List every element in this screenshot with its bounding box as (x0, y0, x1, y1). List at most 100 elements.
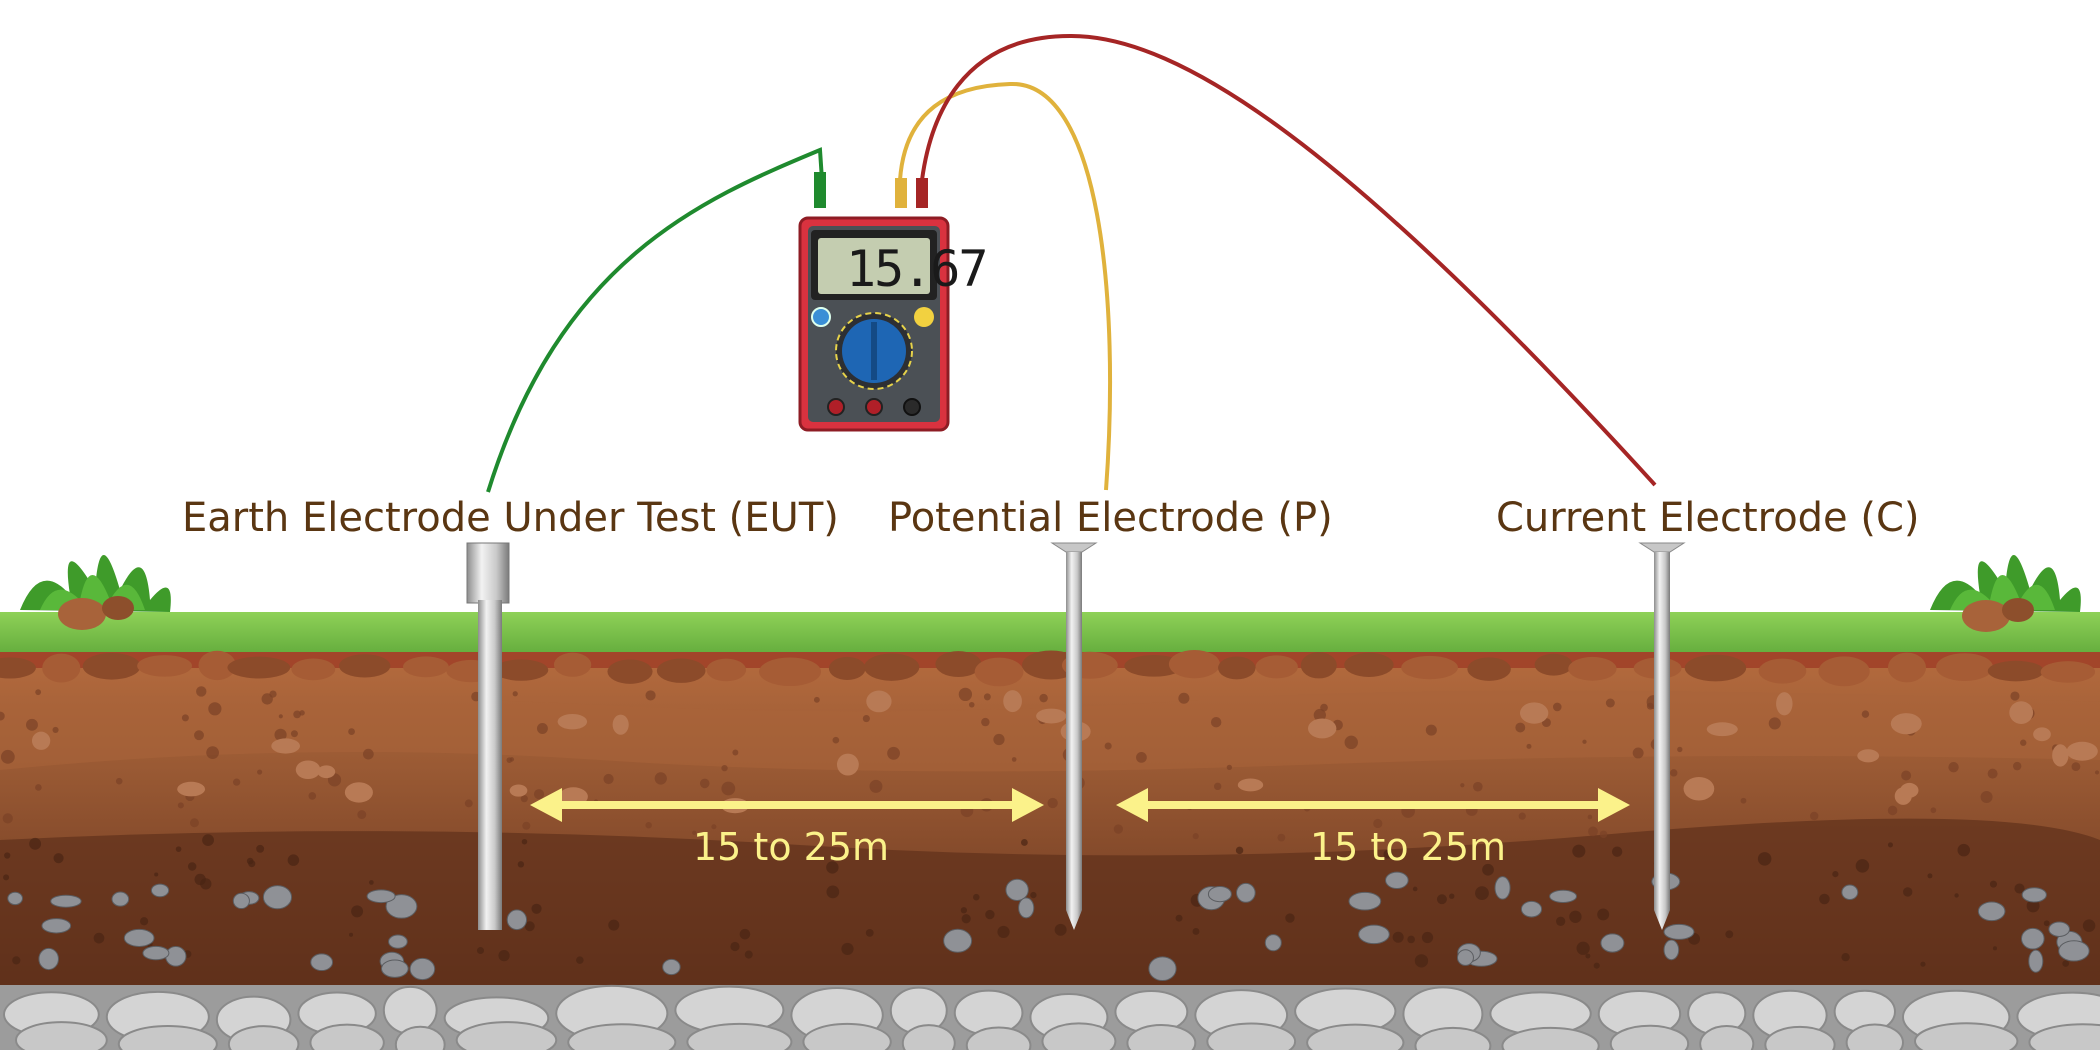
soil-speck (524, 921, 535, 932)
rock-icon (1300, 652, 1337, 679)
current-label: Current Electrode (C) (1496, 495, 1920, 541)
bedrock-stone (1609, 1024, 1690, 1050)
rock-icon (402, 656, 449, 678)
soil-speck (1903, 887, 1913, 897)
rock-icon (2058, 940, 2090, 962)
rock-icon (409, 957, 436, 981)
rock-icon (2020, 927, 2045, 950)
soil-speck (349, 932, 354, 937)
soil-speck (29, 837, 42, 850)
soil-speck (1213, 782, 1222, 791)
soil-speck (692, 830, 697, 835)
rock-icon (366, 889, 396, 904)
soil-speck (960, 907, 968, 914)
rock-icon (1818, 656, 1870, 687)
rock-icon (1467, 657, 1511, 681)
soil-speck (1819, 893, 1830, 905)
rock-icon (1936, 653, 1994, 682)
soil-speck (1740, 797, 1747, 804)
rock-icon (943, 928, 973, 953)
eut-lead-wire (486, 147, 824, 493)
soil-speck (1725, 930, 1734, 939)
rock-icon (828, 656, 866, 681)
soil-speck (1611, 846, 1623, 857)
rock-icon (935, 651, 982, 677)
soil-pebble (2033, 727, 2051, 742)
soil-speck (1832, 871, 1839, 878)
soil-speck (744, 950, 753, 959)
rock-icon (50, 894, 82, 908)
soil-speck (498, 950, 510, 962)
distance-arrow-eut-p (530, 788, 1044, 822)
rock-icon (662, 958, 681, 976)
soil-speck (248, 860, 256, 868)
grass-tuft-icon (1930, 555, 2081, 632)
input-jack (903, 398, 921, 416)
soil-speck (1482, 863, 1494, 876)
potential-lead-wire (898, 81, 1113, 491)
rock-icon (232, 892, 250, 910)
soil-speck (351, 905, 364, 918)
soil-speck (536, 723, 548, 734)
soil-pebble (557, 713, 588, 730)
surface-rocks (0, 650, 2096, 687)
soil-speck (52, 726, 59, 733)
soil-pebble (1890, 713, 1922, 735)
rock-icon (2048, 921, 2071, 937)
soil-speck (826, 885, 840, 899)
rock-icon (864, 653, 920, 681)
rock-icon (974, 657, 1024, 687)
bedrock-stone (1501, 1026, 1600, 1050)
power-button-icon (811, 307, 831, 327)
soil-pebble (1900, 782, 1919, 798)
grass-tuft-icon (20, 555, 171, 630)
distance-label-eut-p: 15 to 25m (693, 825, 889, 869)
bedrock-stone (1041, 1022, 1117, 1050)
rock-icon (2040, 661, 2096, 683)
soil-speck (2062, 960, 2070, 967)
soil-speck (1235, 846, 1244, 855)
rock-icon (656, 658, 706, 683)
soil-speck (832, 736, 840, 744)
red-probe-plug (916, 178, 928, 208)
soil-speck (1930, 807, 1937, 814)
soil-speck (1569, 910, 1582, 923)
soil-speck (1552, 702, 1562, 712)
soil-speck (53, 853, 64, 864)
soil-speck (1599, 830, 1608, 839)
soil-pebble (1857, 749, 1880, 763)
soil-speck (1011, 757, 1017, 762)
soil-speck (1373, 818, 1383, 829)
rock-icon (506, 909, 528, 931)
soil-speck (1113, 824, 1124, 834)
soil-speck (1020, 839, 1028, 846)
soil-speck (1980, 791, 1993, 804)
rock-icon (2021, 887, 2047, 903)
soil-speck (369, 880, 374, 885)
soil-speck (1192, 927, 1200, 935)
rock-icon (1401, 655, 1458, 680)
soil-speck (517, 861, 525, 868)
soil-speck (1632, 747, 1644, 759)
soil-speck (308, 792, 317, 800)
soil-speck (1646, 702, 1654, 710)
soil-speck (274, 728, 287, 741)
bedrock-stone (455, 1021, 558, 1050)
potential-rod (1050, 542, 1098, 930)
soil-speck (208, 702, 222, 716)
soil-speck (1047, 797, 1058, 809)
soil-speck (2020, 739, 2027, 746)
soil-speck (887, 746, 900, 760)
rock-icon (1005, 878, 1029, 902)
soil-speck (1412, 886, 1418, 892)
soil-speck (2026, 899, 2040, 913)
soil-speck (1054, 923, 1067, 936)
soil-speck (1576, 941, 1590, 955)
soil-speck (522, 821, 531, 830)
soil-speck (35, 784, 42, 791)
rock-icon (2028, 949, 2044, 973)
soil-speck (1313, 708, 1326, 722)
rock-icon (607, 659, 653, 684)
soil-speck (1954, 893, 1959, 898)
